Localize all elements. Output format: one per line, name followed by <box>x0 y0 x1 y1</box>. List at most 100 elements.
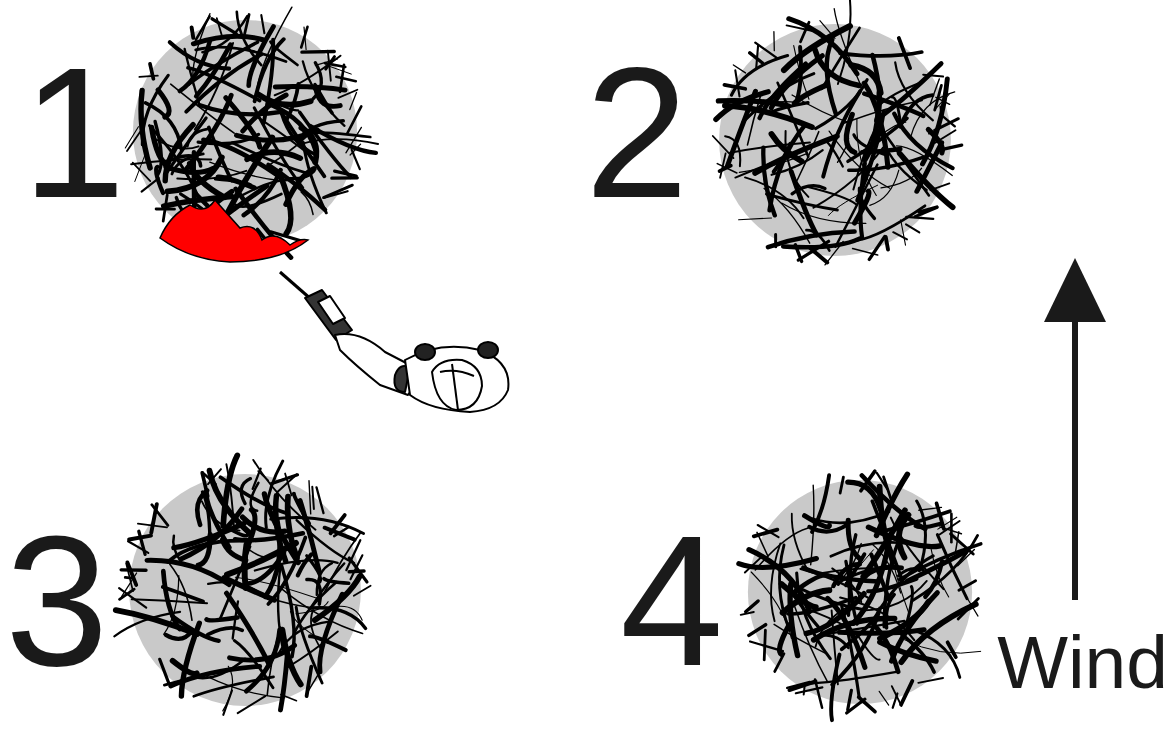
branch-stroke <box>313 63 321 99</box>
branch-stroke <box>315 577 360 621</box>
twig-stroke <box>861 471 875 491</box>
twig-stroke <box>906 224 919 232</box>
branch-stroke <box>900 633 935 672</box>
twig-stroke <box>775 654 784 672</box>
twig-stroke <box>940 521 960 535</box>
twig-stroke <box>126 564 133 592</box>
twig-stroke <box>350 144 361 155</box>
twig-stroke <box>138 524 167 528</box>
branch-stroke <box>168 157 222 191</box>
fire-flames <box>160 200 308 262</box>
twig-stroke <box>334 527 349 536</box>
branch-stroke <box>862 476 925 529</box>
twig-stroke <box>724 85 745 89</box>
bush-fill <box>748 480 972 704</box>
twig-stroke <box>746 601 758 612</box>
twig-stroke <box>121 568 146 572</box>
twig-stroke <box>787 25 812 30</box>
twig-stroke <box>892 686 902 706</box>
branch-stroke <box>147 560 229 584</box>
twig-stroke <box>238 696 266 713</box>
torch-wand <box>280 272 312 300</box>
twig-stroke <box>919 207 937 212</box>
twig-stroke <box>202 473 208 496</box>
branch-stroke <box>812 611 852 632</box>
branch-stroke <box>282 566 295 657</box>
branch-stroke <box>165 125 193 181</box>
boot <box>415 344 435 360</box>
callout-number: 4 <box>620 508 723 694</box>
bush-fill <box>129 474 361 706</box>
twig-stroke <box>750 642 783 652</box>
twig-stroke <box>160 659 169 683</box>
branch-stroke <box>821 621 904 635</box>
arrow-head <box>1044 258 1106 322</box>
twig-stroke <box>196 16 210 39</box>
twig-stroke <box>745 556 763 573</box>
branch-stroke <box>287 84 299 120</box>
bush-shrub <box>713 0 962 265</box>
twig-stroke <box>906 217 933 219</box>
branch-stroke <box>810 672 898 684</box>
twig-stroke <box>840 477 843 493</box>
branch-stroke <box>844 101 923 124</box>
branch-stroke <box>763 148 775 216</box>
twig-stroke <box>309 481 311 514</box>
twig-stroke <box>163 195 167 221</box>
branch-stroke <box>328 606 362 620</box>
twig-stroke <box>937 503 944 529</box>
branch-stroke <box>794 595 818 626</box>
twig-stroke <box>741 612 754 615</box>
twig-stroke <box>312 487 314 509</box>
twig-stroke <box>815 679 822 707</box>
twig-stroke <box>847 699 865 713</box>
branch-stroke <box>196 45 230 97</box>
arm-sleeve <box>335 334 415 395</box>
branch-stroke <box>831 655 839 721</box>
branch-stroke <box>823 91 860 176</box>
twig-stroke <box>245 15 250 35</box>
twig-stroke <box>948 642 956 657</box>
twig-stroke <box>733 65 745 73</box>
branch-stroke <box>234 641 273 688</box>
branch-stroke <box>275 87 345 91</box>
twig-stroke <box>347 106 361 133</box>
branch-stroke <box>268 165 325 210</box>
branch-stroke <box>840 52 922 56</box>
branch-stroke <box>303 61 345 126</box>
branch-stroke <box>218 177 254 188</box>
twig-stroke <box>713 136 734 158</box>
branch-stroke <box>851 65 880 93</box>
twig-stroke <box>755 43 777 58</box>
twig-stroke <box>129 536 151 540</box>
twig-stroke <box>951 534 974 554</box>
twig-stroke <box>950 514 953 543</box>
branch-stroke <box>846 114 854 152</box>
arrow-shaft <box>1072 318 1078 600</box>
branch-stroke <box>255 39 284 101</box>
twig-stroke <box>942 116 955 127</box>
twig-stroke <box>893 232 907 239</box>
branch-stroke <box>857 206 925 240</box>
twig-stroke <box>901 681 912 705</box>
branch-stroke <box>891 518 944 590</box>
twig-stroke <box>825 242 843 265</box>
branch-stroke <box>792 514 808 571</box>
twig-stroke <box>307 672 320 694</box>
branch-stroke <box>848 520 860 559</box>
twig-stroke <box>261 15 264 33</box>
twig-stroke <box>754 530 778 537</box>
twig-stroke <box>877 473 887 489</box>
lying-firefighter <box>280 272 508 412</box>
torch-band <box>318 296 345 324</box>
branch-stroke <box>246 630 279 691</box>
twig-stroke <box>223 691 232 715</box>
branch-stroke <box>280 175 291 233</box>
bush-shrub <box>739 471 981 720</box>
branch-stroke <box>894 114 952 168</box>
twig-stroke <box>750 53 763 63</box>
branch-stroke <box>771 544 780 622</box>
branch-stroke <box>281 589 362 634</box>
twig-stroke <box>720 154 726 178</box>
twig-stroke <box>869 236 885 259</box>
